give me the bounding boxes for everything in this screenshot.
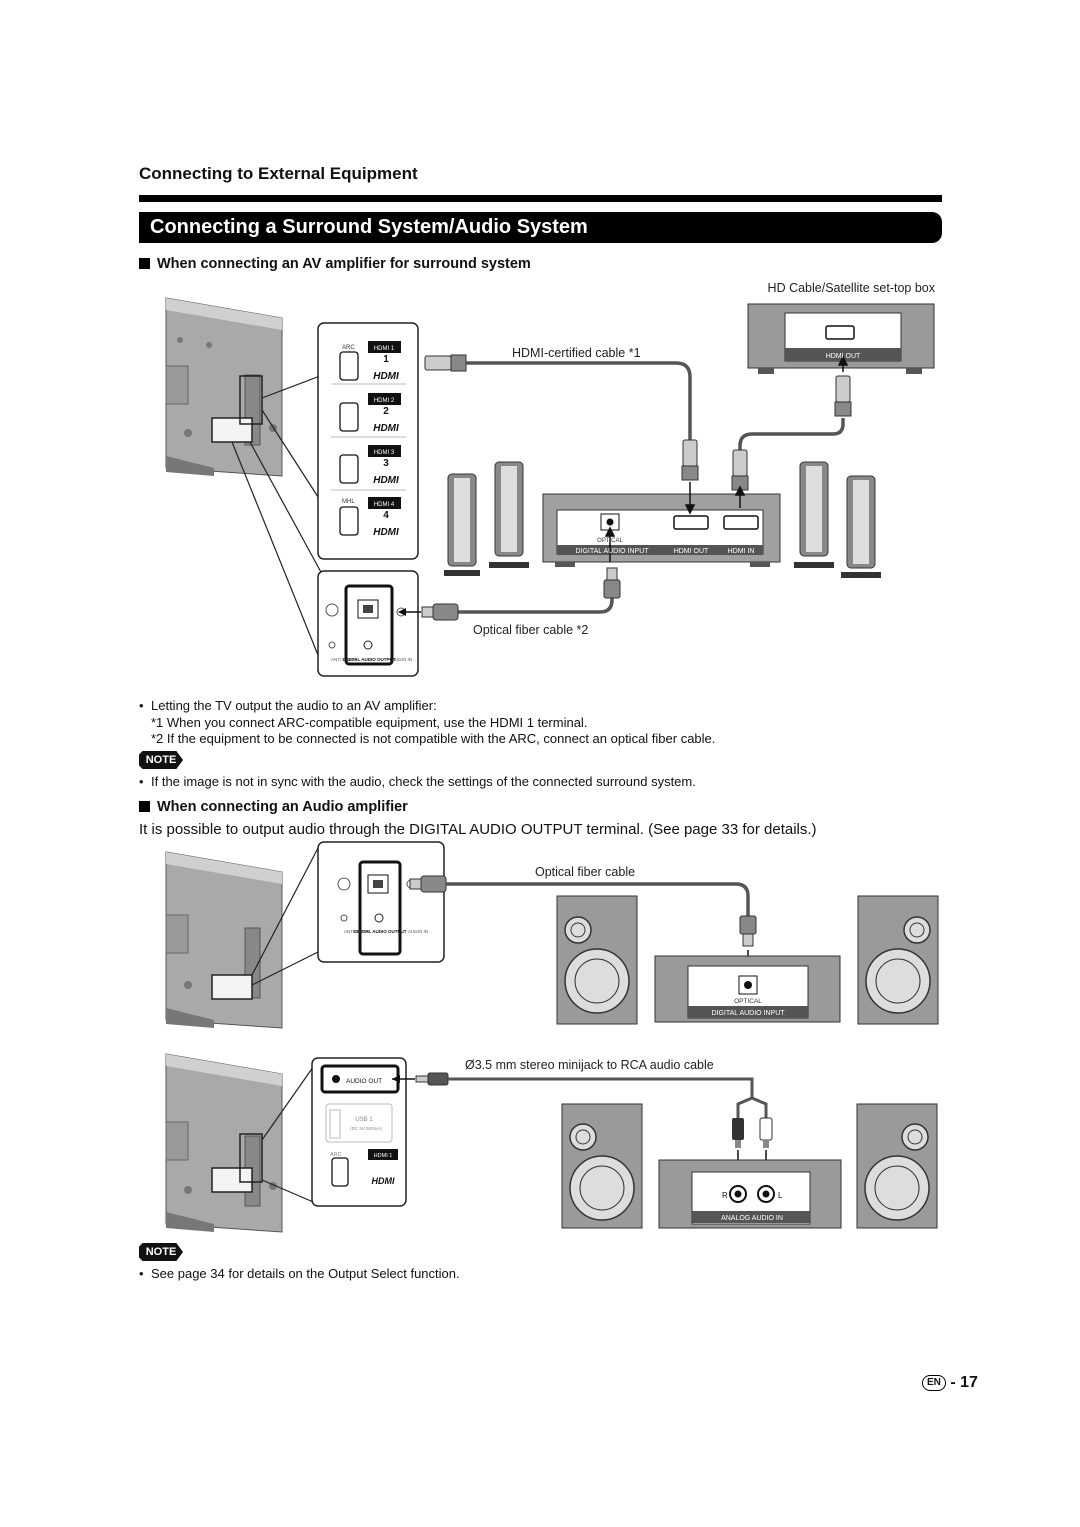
- intro-audio-amplifier: It is possible to output audio through t…: [139, 821, 817, 838]
- note-badge-1: NOTE: [139, 751, 183, 769]
- label-ant-cable: ANT/ CABLE: [331, 657, 357, 662]
- optical-zoom-panel: [317, 570, 419, 677]
- label-digital-audio-output: DIGITAL AUDIO OUTPUT: [343, 657, 396, 662]
- subheading-av-amplifier-text: When connecting an AV amplifier for surr…: [157, 256, 531, 272]
- label-mhl: MHL: [342, 499, 355, 505]
- page-banner: Connecting a Surround System/Audio Syste…: [139, 212, 942, 243]
- page-footer: EN - 17: [922, 1374, 978, 1392]
- hdmi-zoom-panel: [317, 322, 419, 560]
- bullet-av-amplifier: Letting the TV output the audio to an AV…: [139, 697, 437, 714]
- label-hdmi-cable: HDMI-certified cable *1: [512, 346, 641, 360]
- tv-back-panel-1: [165, 297, 283, 477]
- label-set-top-box: HD Cable/Satellite set-top box: [768, 281, 936, 295]
- label-stb-hdmi-out: HDMI OUT: [826, 353, 861, 360]
- label-amp-optical: OPTICAL: [597, 538, 623, 544]
- subheading-av-amplifier: When connecting an AV amplifier for surr…: [139, 256, 531, 272]
- square-bullet-icon: [139, 258, 150, 269]
- hdmi-cables: [466, 361, 845, 450]
- note-text-2: See page 34 for details on the Output Se…: [139, 1265, 460, 1282]
- square-bullet-icon: [139, 801, 150, 812]
- hdmi-logo-4: HDMI: [373, 527, 399, 538]
- set-top-box: [747, 303, 935, 374]
- hdmi-port-number-2: 2: [383, 406, 389, 417]
- hdmi-port-number-3: 3: [383, 458, 389, 469]
- arrows-1: [604, 355, 849, 562]
- note-text-1: If the image is not in sync with the aud…: [139, 773, 696, 790]
- label-hdmi-port-2: HDMI 2: [374, 398, 395, 404]
- optical-cable-1: [398, 567, 621, 621]
- note-badge-2: NOTE: [139, 1243, 183, 1261]
- label-hdmi-port-4: HDMI 4: [374, 502, 395, 508]
- speakers-1: [444, 461, 881, 578]
- footnote-2: *2 If the equipment to be connected is n…: [151, 731, 716, 746]
- header-rule: [139, 195, 942, 202]
- label-optical-cable: Optical fiber cable *2: [473, 623, 588, 637]
- hdmi-logo-2: HDMI: [373, 423, 399, 434]
- hdmi-port-number-4: 4: [383, 510, 389, 521]
- language-badge: EN: [922, 1375, 946, 1391]
- page-number: - 17: [950, 1374, 978, 1391]
- label-amp-digital-audio-input: DIGITAL AUDIO INPUT: [575, 548, 649, 555]
- label-amp-hdmi-in: HDMI IN: [728, 548, 755, 555]
- hdmi-port-number-1: 1: [383, 354, 389, 365]
- hdmi-plugs: [424, 354, 852, 491]
- hdmi-logo-3: HDMI: [373, 475, 399, 486]
- label-amp-hdmi-out: HDMI OUT: [674, 548, 709, 555]
- av-amplifier: [542, 493, 781, 567]
- section-title: Connecting to External Equipment: [139, 164, 418, 183]
- label-arc: ARC: [342, 345, 355, 351]
- footnote-1: *1 When you connect ARC-compatible equip…: [151, 715, 588, 730]
- label-audio-in: AUDIO IN: [392, 657, 412, 662]
- subheading-audio-amplifier-text: When connecting an Audio amplifier: [157, 799, 408, 815]
- label-hdmi-port-3: HDMI 3: [374, 450, 395, 456]
- hdmi-logo-1: HDMI: [373, 371, 399, 382]
- subheading-audio-amplifier: When connecting an Audio amplifier: [139, 799, 408, 815]
- label-hdmi-port-1: HDMI 1: [374, 346, 395, 352]
